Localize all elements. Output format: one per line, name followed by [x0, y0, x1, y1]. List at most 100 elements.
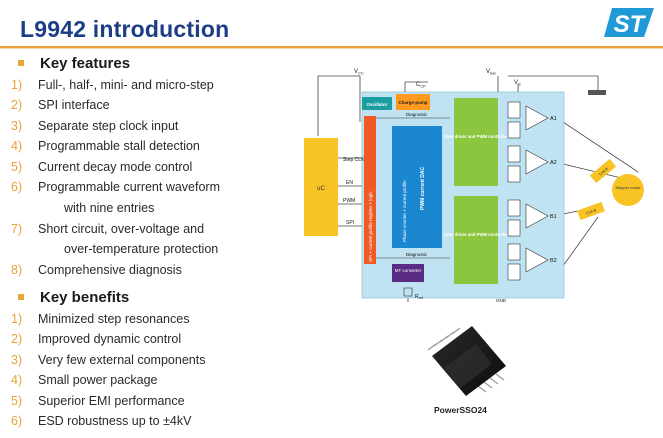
key-features-heading-text: Key features: [40, 55, 131, 72]
bullet-square-icon: [18, 60, 24, 66]
coil-a-label: Coil A: [598, 166, 609, 177]
mt-converter-label: MT converter: [395, 268, 422, 273]
benefit-text: Minimized step resonances: [38, 312, 190, 326]
title-rule: [0, 46, 663, 48]
a2-label: A2: [550, 160, 557, 166]
powersso24-package-image: [427, 326, 506, 396]
st-logo: ST: [604, 8, 654, 38]
rref-resistor-icon: [403, 287, 413, 297]
phase-counter-block: [392, 126, 442, 248]
feature-item: 8) Comprehensive diagnosis: [11, 263, 182, 277]
pwm-dac-label: PWM current DAC: [420, 167, 426, 210]
mt-converter-block: [392, 264, 424, 282]
bullet-square-icon: [18, 294, 24, 300]
feature-num: 1): [11, 78, 23, 92]
benefit-item: 6) ESD robustness up to ±4kV: [11, 414, 192, 428]
key-features-heading: Key features: [18, 55, 131, 72]
rref-label: Rref: [415, 294, 423, 300]
feature-num: 2): [11, 98, 23, 112]
block-diagram: VCC Vbat VS CCP uC Step CLK EN PWM SPI O…: [304, 69, 644, 303]
feature-item: 5) Current decay mode control: [11, 160, 193, 174]
feature-text: Separate step clock input: [38, 119, 179, 133]
title-rule-shadow: [0, 48, 663, 49]
svg-text:ST: ST: [614, 11, 647, 38]
benefit-num: 4): [11, 373, 23, 387]
feature-item-continued: with nine entries: [64, 201, 155, 215]
key-benefits-heading-text: Key benefits: [40, 289, 130, 306]
stepper-motor-icon: [612, 174, 644, 206]
feature-num: 7): [11, 222, 23, 236]
gate-driver-1-label: Gate driver and PWM controller: [444, 134, 509, 139]
b1-label: B1: [550, 214, 557, 220]
en-label: EN: [346, 180, 353, 186]
pwm-label: PWM: [343, 198, 355, 204]
feature-text: Comprehensive diagnosis: [38, 263, 182, 277]
feature-item: 7) Short circuit, over-voltage and: [11, 222, 205, 236]
benefit-text: Very few external components: [38, 353, 206, 367]
oscillator-block: [362, 97, 392, 110]
feature-text: Short circuit, over-voltage and: [38, 222, 205, 236]
gate-driver-block-2: [454, 196, 498, 284]
feature-item: 4) Programmable stall detection: [11, 139, 200, 153]
benefit-item: 1)Minimized step resonances: [11, 312, 190, 326]
feature-text: Programmable stall detection: [38, 139, 200, 153]
feature-item: 1) Full-, half-, mini- and micro-step: [11, 78, 214, 92]
benefit-text: Improved dynamic control: [38, 332, 182, 346]
feature-num: 3): [11, 119, 23, 133]
benefit-item: 5) Superior EMI performance: [11, 394, 185, 408]
feature-text: Current decay mode control: [38, 160, 193, 174]
battery-cap-icon: [588, 90, 606, 95]
feature-num: 4): [11, 139, 23, 153]
feature-text: Full-, half-, mini- and micro-step: [38, 78, 214, 92]
coil-a-block: [589, 158, 617, 184]
benefit-num: 6): [11, 414, 23, 428]
benefit-num: 5): [11, 394, 23, 408]
spi-logic-block: [364, 116, 376, 264]
feature-num: 8): [11, 263, 23, 277]
benefit-text: Superior EMI performance: [38, 394, 185, 408]
vcc-label: VCC: [354, 69, 364, 76]
diagnostic-top-label: Diagnostic: [406, 112, 428, 117]
h-bridge-transistors: [507, 101, 521, 281]
feature-text: SPI interface: [38, 98, 110, 112]
feature-num: 6): [11, 180, 23, 194]
benefit-num: 2): [11, 332, 23, 346]
benefit-item: 4) Small power package: [11, 373, 158, 387]
uc-block: [304, 138, 338, 236]
phase-counter-label: Phase counter + current profile: [402, 180, 407, 242]
key-benefits-heading: Key benefits: [18, 289, 130, 306]
coil-b-label: Coil B: [585, 207, 597, 215]
slide-title: L9942 introduction: [20, 16, 230, 42]
vbat-label: Vbat: [486, 69, 496, 76]
benefit-text: ESD robustness up to ±4kV: [38, 414, 192, 428]
feature-item: 6) Programmable current waveform: [11, 180, 221, 194]
feature-item: 3) Separate step clock input: [11, 119, 179, 133]
gate-driver-block-1: [454, 98, 498, 186]
benefit-num: 3): [11, 353, 23, 367]
stepper-motor-label: Stepper motor: [615, 185, 641, 190]
uc-label: uC: [317, 186, 325, 192]
b2-label: B2: [550, 258, 557, 264]
vs-label: VS: [514, 80, 521, 87]
a1-label: A1: [550, 116, 557, 122]
diagnostic-bottom-label: Diagnostic: [406, 252, 428, 257]
benefit-item: 3) Very few external components: [11, 353, 206, 367]
ccp-label: CCP: [416, 82, 426, 89]
charge-pump-label: Charge-pump: [398, 100, 428, 105]
spi-logic-label: SPI + current profile register + logic: [368, 191, 373, 262]
feature-item: 2) SPI interface: [11, 98, 110, 112]
charge-pump-block: [396, 94, 430, 110]
output-amplifiers: [525, 105, 549, 273]
coil-b-block: [577, 201, 605, 221]
step-clk-label: Step CLK: [343, 157, 365, 163]
gate-driver-2-label: Gate driver and PWM controller: [444, 232, 509, 237]
benefit-item: 2) Improved dynamic control: [11, 332, 182, 346]
benefit-text: Small power package: [38, 373, 158, 387]
gnd-label: GND: [496, 298, 507, 303]
package-label: PowerSSO24: [434, 405, 487, 415]
feature-item-continued: over-temperature protection: [64, 242, 219, 256]
feature-num: 5): [11, 160, 23, 174]
oscillator-label: Oscillator: [367, 102, 388, 107]
feature-text: Programmable current waveform: [38, 180, 221, 194]
spi-label: SPI: [346, 220, 354, 226]
